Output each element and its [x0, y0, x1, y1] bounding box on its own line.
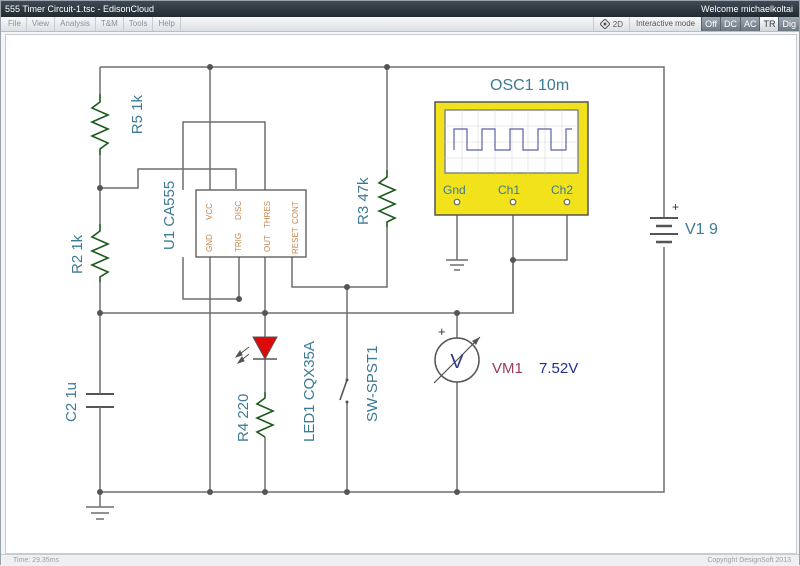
pin-cont: CONT [291, 201, 300, 224]
view-2d-button[interactable]: 2D [592, 17, 629, 31]
battery-v1[interactable]: + V1 9 [650, 200, 718, 244]
resistor-r2[interactable]: R2 1k [69, 224, 110, 282]
osc-ch1-terminal[interactable] [509, 198, 517, 206]
menu-bar: File View Analysis T&M Tools Help 2D Int… [1, 17, 799, 32]
voltmeter-symbol: V [450, 351, 464, 373]
view-2d-icon [599, 19, 610, 29]
osc-ch1-label: Ch1 [498, 183, 520, 197]
osc-screen [444, 109, 579, 174]
voltmeter-plus: + [438, 324, 446, 339]
title-bar: 555 Timer Circuit-1.tsc - EdisonCloud We… [1, 1, 799, 17]
window-title: 555 Timer Circuit-1.tsc - EdisonCloud [5, 4, 155, 14]
mode-dc-button[interactable]: DC [719, 17, 740, 31]
oscilloscope-osc1[interactable]: OSC1 10m Gnd Ch1 Ch2 [434, 77, 589, 216]
welcome-text: Welcome michaelkoltai [701, 4, 793, 14]
interactive-mode-label: Interactive mode [628, 17, 701, 31]
osc-ch2-terminal[interactable] [563, 198, 571, 206]
led-light-arrows [234, 346, 250, 364]
copyright-text: Copyright DesignSoft 2013 [707, 557, 791, 564]
osc-grid [445, 110, 578, 173]
pin-out: OUT [263, 235, 272, 252]
ic-u1-ca555[interactable]: U1 CA555 VCC DISC THRES CONT GND TRIG OU… [161, 181, 307, 258]
osc-title: OSC1 10m [490, 77, 569, 94]
junction-dots [97, 64, 516, 495]
resistor-r5[interactable]: R5 1k [90, 94, 146, 155]
schematic-svg: R5 1k R2 1k C2 1u U1 [63, 64, 718, 520]
battery-plus: + [672, 200, 679, 214]
voltmeter-name: VM1 [492, 360, 523, 377]
view-2d-label: 2D [612, 19, 623, 29]
pin-vcc: VCC [205, 203, 214, 220]
c2-label: C2 1u [63, 382, 80, 422]
mode-dig-button[interactable]: Dig [778, 17, 799, 31]
resistor-r3[interactable]: R3 47k [355, 170, 397, 227]
osc-ch2-label: Ch2 [551, 183, 573, 197]
mode-ac-button[interactable]: AC [739, 17, 760, 31]
voltmeter-value: 7.52V [539, 360, 578, 377]
led-led1[interactable]: LED1 CQX35A [234, 336, 318, 442]
status-bar: Time: 29.35ms Copyright DesignSoft 2013 [1, 554, 799, 566]
switch-label: SW-SPST1 [364, 346, 381, 422]
resistor-r4[interactable]: R4 220 [235, 392, 275, 442]
menu-tm[interactable]: T&M [96, 17, 124, 31]
menu-tools[interactable]: Tools [124, 17, 154, 31]
pin-gnd: GND [205, 234, 214, 252]
pin-thres: THRES [263, 201, 272, 228]
menu-analysis[interactable]: Analysis [55, 17, 96, 31]
capacitor-c2[interactable]: C2 1u [63, 374, 114, 422]
battery-label: V1 9 [685, 221, 718, 238]
r5-label: R5 1k [129, 95, 146, 135]
schematic-canvas[interactable]: R5 1k R2 1k C2 1u U1 [5, 34, 797, 554]
voltmeter-vm1[interactable]: V + VM1 7.52V [433, 324, 578, 384]
led-label: LED1 CQX35A [301, 341, 318, 442]
menu-view[interactable]: View [27, 17, 56, 31]
u1-label: U1 CA555 [161, 181, 178, 250]
mode-off-button[interactable]: Off [701, 17, 720, 31]
pin-trig: TRIG [234, 233, 243, 252]
mode-tr-button[interactable]: TR [759, 17, 779, 31]
r3-label: R3 47k [355, 177, 372, 225]
pin-disc: DISC [234, 201, 243, 220]
simulation-time: Time: 29.35ms [13, 557, 60, 564]
r2-label: R2 1k [69, 234, 86, 274]
osc-gnd-label: Gnd [443, 183, 466, 197]
osc-trace [453, 128, 572, 151]
switch-sw-spst1[interactable]: SW-SPST1 [339, 346, 381, 422]
osc-gnd-terminal[interactable] [453, 198, 461, 206]
menu-file[interactable]: File [3, 17, 27, 31]
pin-reset: RESET [291, 227, 300, 254]
menu-help[interactable]: Help [153, 17, 181, 31]
r4-label: R4 220 [235, 394, 252, 442]
analysis-mode-switch: Off DC AC TR Dig [701, 17, 799, 31]
